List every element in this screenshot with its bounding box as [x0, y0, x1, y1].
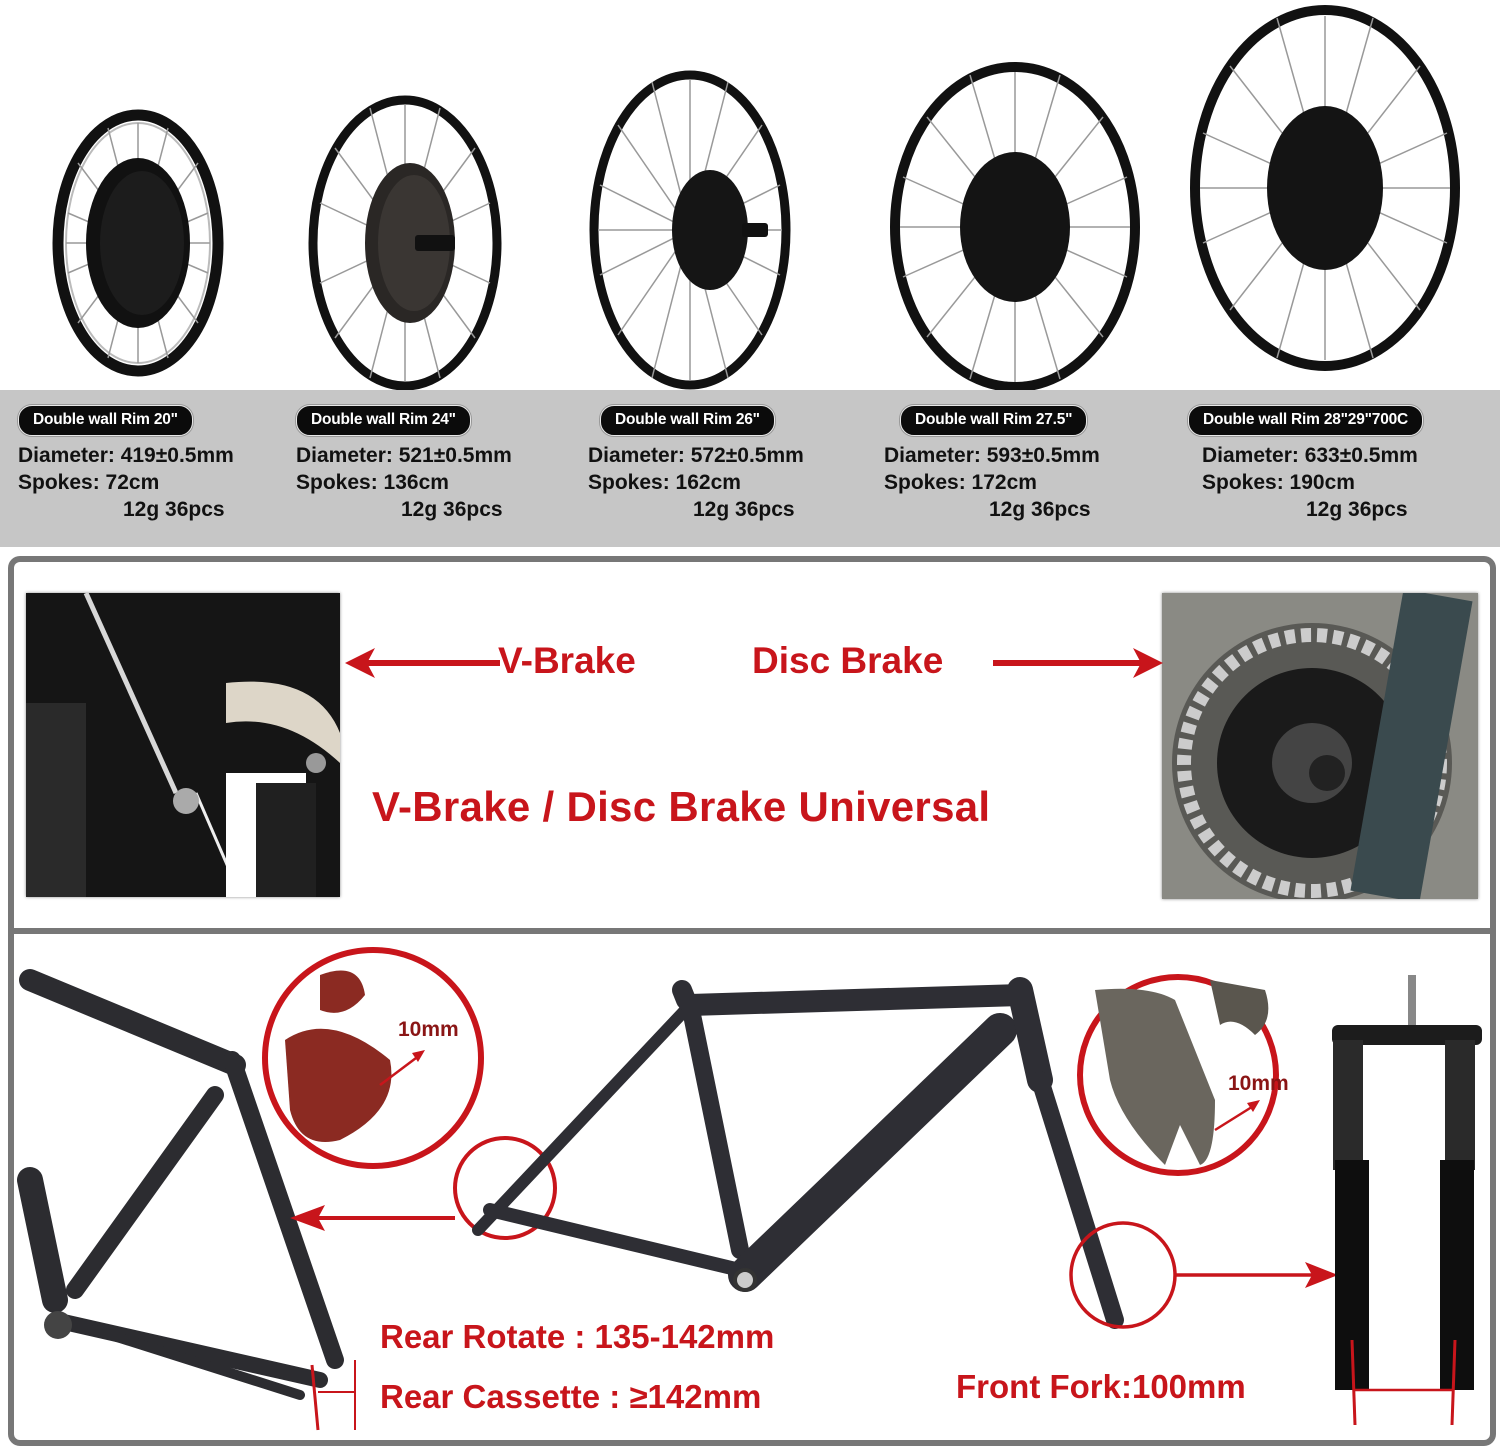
- rim-size-badge: Double wall Rim 20": [18, 405, 193, 436]
- v-brake-photo: [26, 593, 340, 897]
- rim-spoke-spec: 12g 36pcs: [123, 498, 225, 521]
- front-dropout-width-label: 10mm: [1228, 1072, 1289, 1095]
- disc-brake-photo: [1162, 593, 1478, 899]
- rim-size-badge: Double wall Rim 27.5": [900, 405, 1088, 436]
- wheel-20-image: [52, 109, 224, 377]
- rim-spec-700c: Double wall Rim 28"29"700C Diameter: 633…: [1188, 405, 1424, 523]
- rear-dropout-width-label: 10mm: [398, 1018, 459, 1041]
- wheel-illustrations: [52, 5, 1460, 390]
- front-fork-spec: Front Fork:100mm: [956, 1368, 1246, 1405]
- rim-spoke-spec: 12g 36pcs: [693, 498, 795, 521]
- rim-diameter: Diameter: 572±0.5mm: [588, 444, 804, 467]
- v-brake-label: V-Brake: [498, 640, 636, 681]
- wheel-24-image: [308, 95, 502, 390]
- wheel-images-row: [0, 0, 1500, 390]
- rim-size-badge: Double wall Rim 24": [296, 405, 471, 436]
- disc-brake-label: Disc Brake: [752, 640, 944, 681]
- rim-spokes: Spokes: 72cm: [18, 471, 160, 494]
- rim-spokes: Spokes: 190cm: [1202, 471, 1355, 494]
- universal-brake-heading: V-Brake / Disc Brake Universal: [372, 783, 991, 830]
- rear-cassette-spec: Rear Cassette : ≥142mm: [380, 1378, 762, 1415]
- arrow-right-icon: [993, 646, 1163, 680]
- rim-spokes: Spokes: 162cm: [588, 471, 741, 494]
- wheel-700c-image: [1190, 5, 1460, 371]
- rim-spec-27-5: Double wall Rim 27.5" Diameter: 593±0.5m…: [884, 405, 1100, 523]
- rear-rotate-spec: Rear Rotate : 135-142mm: [380, 1318, 775, 1355]
- wheel-26-image: [589, 70, 791, 390]
- rim-diameter: Diameter: 593±0.5mm: [884, 444, 1100, 467]
- arrow-left-icon: [345, 646, 500, 680]
- wheel-27-5-image: [890, 62, 1140, 390]
- rim-spoke-spec: 12g 36pcs: [401, 498, 503, 521]
- rim-spec-20: Double wall Rim 20" Diameter: 419±0.5mm …: [18, 405, 234, 523]
- rim-size-badge: Double wall Rim 28"29"700C: [1188, 405, 1424, 436]
- rim-spoke-spec: 12g 36pcs: [989, 498, 1091, 521]
- frame-diagram: [17, 947, 1482, 1431]
- rim-spec-26: Double wall Rim 26" Diameter: 572±0.5mm …: [588, 405, 804, 523]
- rim-spokes: Spokes: 172cm: [884, 471, 1037, 494]
- rim-spokes: Spokes: 136cm: [296, 471, 449, 494]
- rim-diameter: Diameter: 633±0.5mm: [1202, 444, 1418, 467]
- rim-spec-band: Double wall Rim 20" Diameter: 419±0.5mm …: [0, 390, 1500, 547]
- rim-spoke-spec: 12g 36pcs: [1306, 498, 1408, 521]
- rim-diameter: Diameter: 419±0.5mm: [18, 444, 234, 467]
- rim-diameter: Diameter: 521±0.5mm: [296, 444, 512, 467]
- rim-size-badge: Double wall Rim 26": [600, 405, 775, 436]
- rim-spec-24: Double wall Rim 24" Diameter: 521±0.5mm …: [296, 405, 512, 523]
